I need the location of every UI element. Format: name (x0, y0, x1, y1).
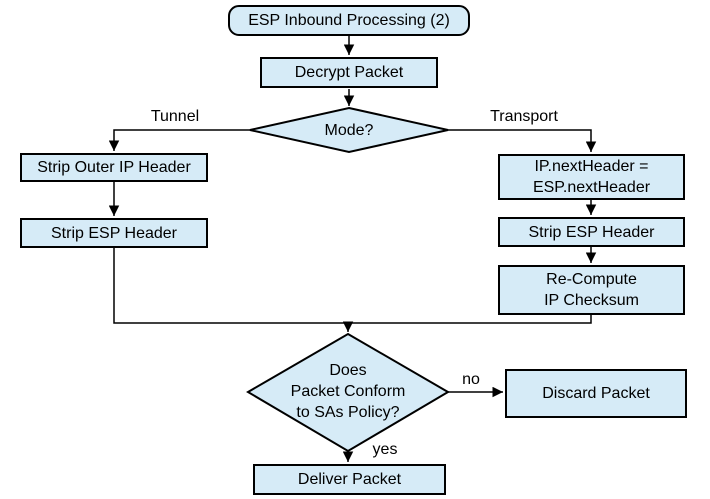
policy-decision-line2: Packet Conform (290, 383, 406, 400)
deliver-packet-node: Deliver Packet (253, 464, 446, 495)
decrypt-packet-node: Decrypt Packet (260, 57, 438, 88)
mode-decision-diamond (249, 106, 449, 154)
ip-nextheader-node: IP.nextHeader = ESP.nextHeader (498, 154, 685, 200)
strip-esp-header-left-label: Strip ESP Header (51, 224, 177, 242)
no-branch-label: no (462, 371, 480, 388)
decrypt-packet-label: Decrypt Packet (294, 64, 404, 81)
strip-outer-ip-header-node: Strip Outer IP Header (20, 153, 208, 182)
strip-esp-header-left-node: Strip ESP Header (20, 218, 208, 248)
edge-mode-tunnel-branch (108, 129, 250, 151)
strip-outer-ip-header-label: Strip Outer IP Header (37, 159, 191, 176)
recompute-checksum-line1: Re-Compute (546, 271, 637, 288)
ip-nextheader-line1: IP.nextHeader = (534, 158, 649, 175)
strip-esp-header-right-label: Strip ESP Header (528, 223, 655, 241)
start-node-label: ESP Inbound Processing (2) (248, 12, 450, 29)
recompute-checksum-line2: IP Checksum (544, 292, 639, 309)
tunnel-branch-label: Tunnel (150, 108, 200, 125)
policy-decision-label: Does Packet Conform to SAs Policy? (258, 360, 438, 423)
strip-esp-header-right-node: Strip ESP Header (498, 217, 685, 247)
deliver-packet-label: Deliver Packet (297, 471, 402, 488)
edge-left-merge (113, 248, 348, 324)
edge-mode-transport-branch (448, 129, 597, 152)
yes-branch-label: yes (372, 441, 398, 458)
start-node: ESP Inbound Processing (2) (228, 5, 470, 36)
edge-right-merge (348, 315, 592, 324)
discard-packet-node: Discard Packet (505, 369, 687, 418)
transport-branch-label: Transport (490, 108, 558, 125)
discard-packet-label: Discard Packet (542, 385, 650, 402)
policy-decision-line3: to SAs Policy? (296, 404, 400, 421)
policy-decision-diamond (246, 332, 450, 453)
ip-nextheader-line2: ESP.nextHeader (532, 179, 651, 196)
policy-decision-line1: Does (329, 362, 367, 379)
mode-decision-label: Mode? (324, 122, 374, 139)
recompute-checksum-node: Re-Compute IP Checksum (498, 265, 685, 315)
